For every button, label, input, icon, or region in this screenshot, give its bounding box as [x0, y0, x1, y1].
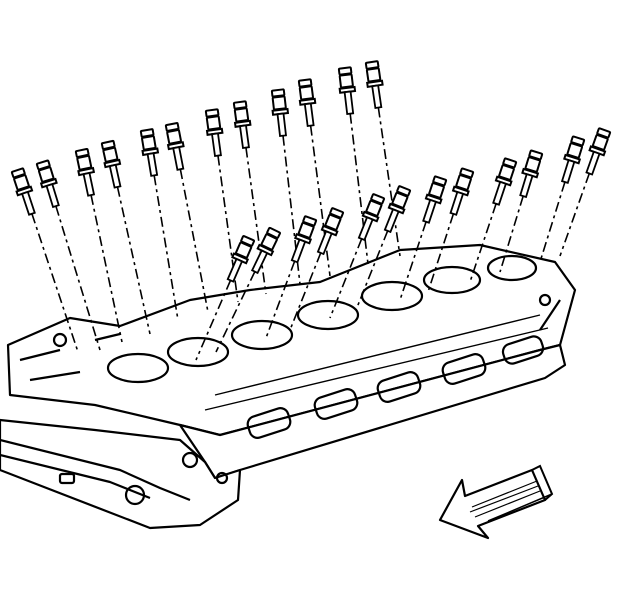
head-bolt-icon	[164, 122, 185, 171]
bolt-leader	[559, 173, 591, 257]
head-bolt-icon	[449, 167, 475, 216]
bolt-leader	[55, 205, 101, 351]
head-bolt-icon	[492, 157, 518, 206]
head-bolt-icon	[250, 226, 281, 275]
bolt-leader	[539, 181, 566, 263]
bolt-leader	[329, 238, 363, 319]
bolt-leader	[245, 147, 267, 295]
head-bolt-icon	[270, 88, 290, 138]
bolt-leader	[179, 169, 209, 313]
bolt-leader	[282, 135, 301, 285]
bolt-leader	[355, 230, 389, 311]
head-bolt-icon	[585, 127, 612, 176]
bolt-leader	[217, 155, 239, 303]
bolt-leader	[215, 271, 256, 353]
head-bolts	[10, 60, 612, 283]
head-bolt-icon	[232, 100, 252, 150]
bolt-leader	[499, 195, 524, 273]
bolt-leader	[90, 194, 123, 343]
head-bolt-icon	[316, 207, 345, 256]
head-bolt-icon	[74, 147, 96, 197]
bolt-leader	[427, 213, 455, 293]
head-bolt-icon	[337, 66, 357, 116]
cylinder-head	[0, 243, 577, 530]
head-bolt-icon	[204, 108, 224, 158]
bolt-leader	[399, 221, 427, 301]
head-bolt-icon	[383, 185, 412, 234]
bolt-leader	[377, 107, 401, 257]
bolt-leader	[116, 186, 151, 335]
bolt-leader	[265, 260, 296, 339]
bolt-leader	[309, 125, 331, 277]
bolt-leader	[153, 175, 179, 321]
bolt-leader	[289, 252, 322, 331]
head-bolt-icon	[290, 215, 318, 264]
left-down-arrow-icon	[438, 464, 554, 540]
head-bolt-icon	[226, 235, 255, 283]
head-bolt-icon	[10, 167, 36, 216]
head-bolt-icon	[139, 128, 160, 177]
head-bolt-icon	[560, 135, 586, 185]
bolt-leader	[349, 113, 369, 265]
head-bolt-icon	[364, 60, 384, 109]
bolt-leader	[469, 203, 497, 283]
bolt-leader	[195, 280, 232, 361]
head-bolt-icon	[297, 78, 317, 128]
head-bolt-icon	[357, 193, 386, 242]
head-bolt-icon	[519, 149, 544, 199]
bolt-leader	[31, 213, 79, 353]
head-bolt-icon	[100, 139, 122, 189]
head-bolt-icon	[35, 159, 60, 209]
head-bolt-icon	[422, 175, 448, 224]
